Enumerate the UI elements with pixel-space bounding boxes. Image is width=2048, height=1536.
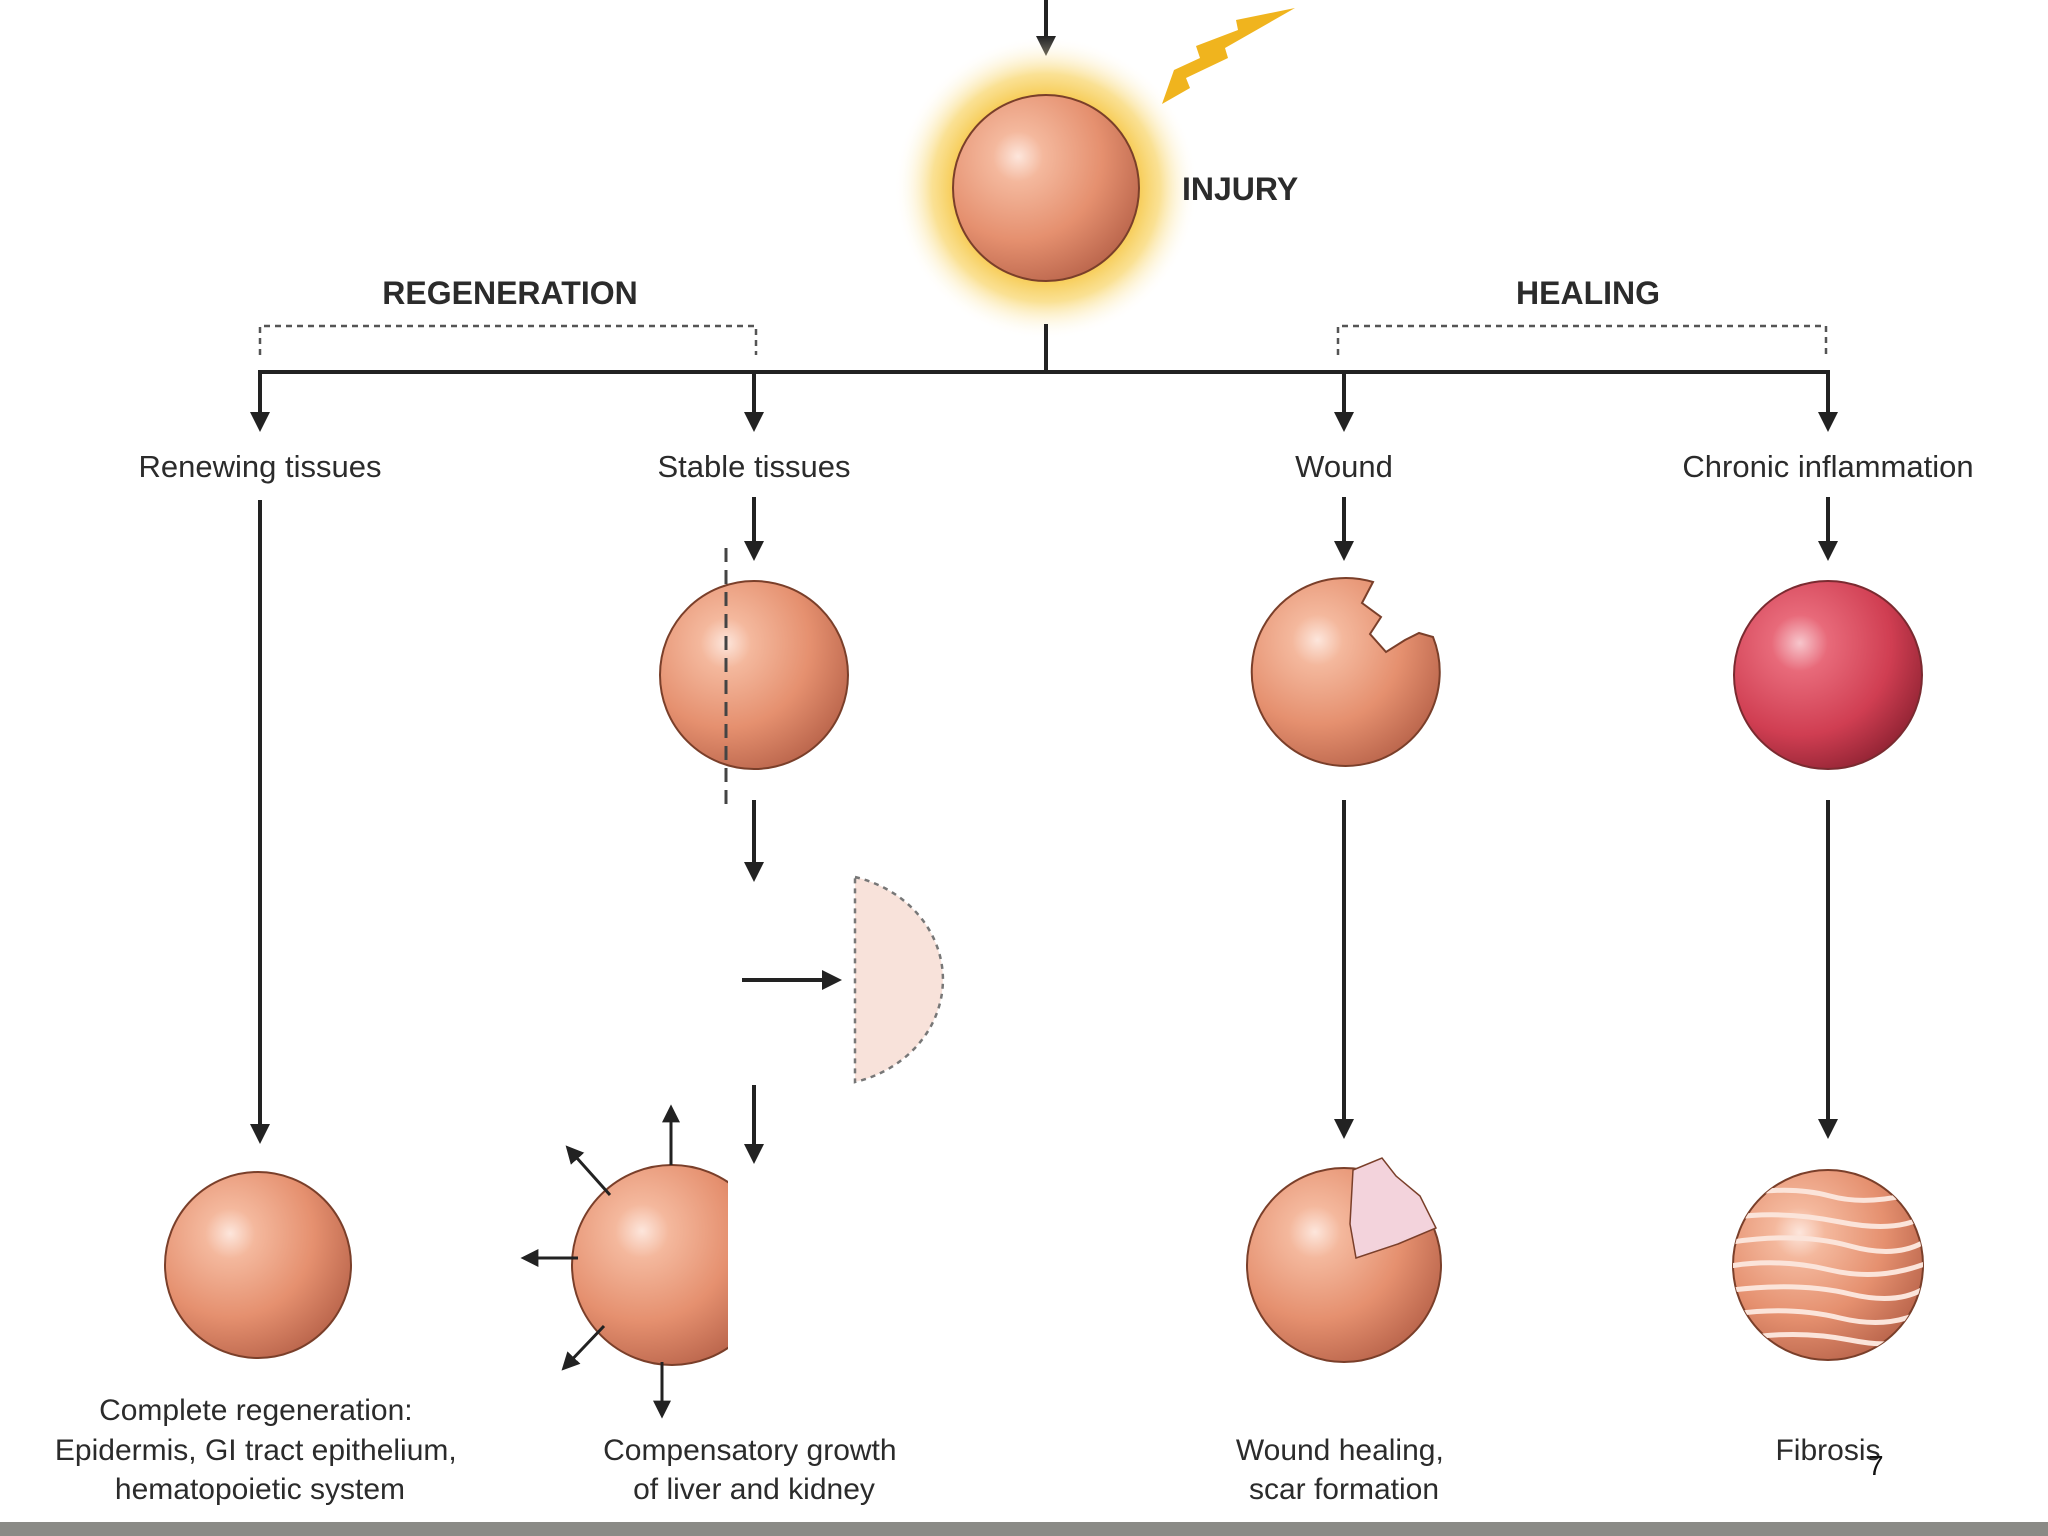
inflamed-cell xyxy=(1733,580,1923,770)
outcome-compensatory-line-2: of liver and kidney xyxy=(633,1473,875,1506)
outcome-compensatory-line-1: Compensatory growth xyxy=(603,1434,896,1467)
outcome-complete-regeneration: Complete regeneration: Epidermis, GI tra… xyxy=(55,1394,465,1506)
wounded-cell xyxy=(1250,577,1441,767)
regenerated-cell xyxy=(164,1171,352,1359)
renewing-tissues-label: Renewing tissues xyxy=(139,449,382,484)
lightning-icon xyxy=(1162,8,1295,104)
outcome-fibrosis: Fibrosis xyxy=(1775,1434,1880,1467)
growth-arrow-downleft xyxy=(561,1324,606,1371)
stable-tissues-label: Stable tissues xyxy=(658,449,851,484)
injury-cell xyxy=(952,94,1140,282)
healing-label: HEALING xyxy=(1516,275,1660,311)
outcome-fibrosis-line-1: Fibrosis xyxy=(1775,1434,1880,1467)
outcome-compensatory-growth: Compensatory growth of liver and kidney xyxy=(603,1434,905,1506)
regeneration-bracket xyxy=(258,324,758,355)
page-number: 7 xyxy=(1868,1450,1884,1481)
fibrosis-streaks xyxy=(1733,1187,1923,1347)
outcome-scar-line-1: Wound healing, xyxy=(1236,1434,1444,1467)
wound-label: Wound xyxy=(1295,449,1393,484)
regrowing-cell xyxy=(571,1164,728,1366)
outcome-complete-line-2: Epidermis, GI tract epithelium, xyxy=(55,1434,457,1467)
regeneration-label: REGENERATION xyxy=(382,275,637,311)
injury-label: INJURY xyxy=(1182,171,1298,207)
outcome-complete-line-3: hematopoietic system xyxy=(115,1473,405,1506)
outcome-scar-line-2: scar formation xyxy=(1249,1473,1439,1506)
slide-bottom-bar xyxy=(0,1522,2048,1536)
scar-patch xyxy=(1349,1157,1438,1259)
removed-half-outline xyxy=(853,875,945,1084)
outcome-complete-line-1: Complete regeneration: xyxy=(99,1394,413,1427)
chronic-inflammation-label: Chronic inflammation xyxy=(1682,449,1973,484)
outcome-scar-formation: Wound healing, scar formation xyxy=(1236,1434,1452,1506)
healing-bracket xyxy=(1336,324,1828,355)
stable-cell xyxy=(659,580,849,770)
growth-arrow-upleft xyxy=(565,1145,612,1196)
